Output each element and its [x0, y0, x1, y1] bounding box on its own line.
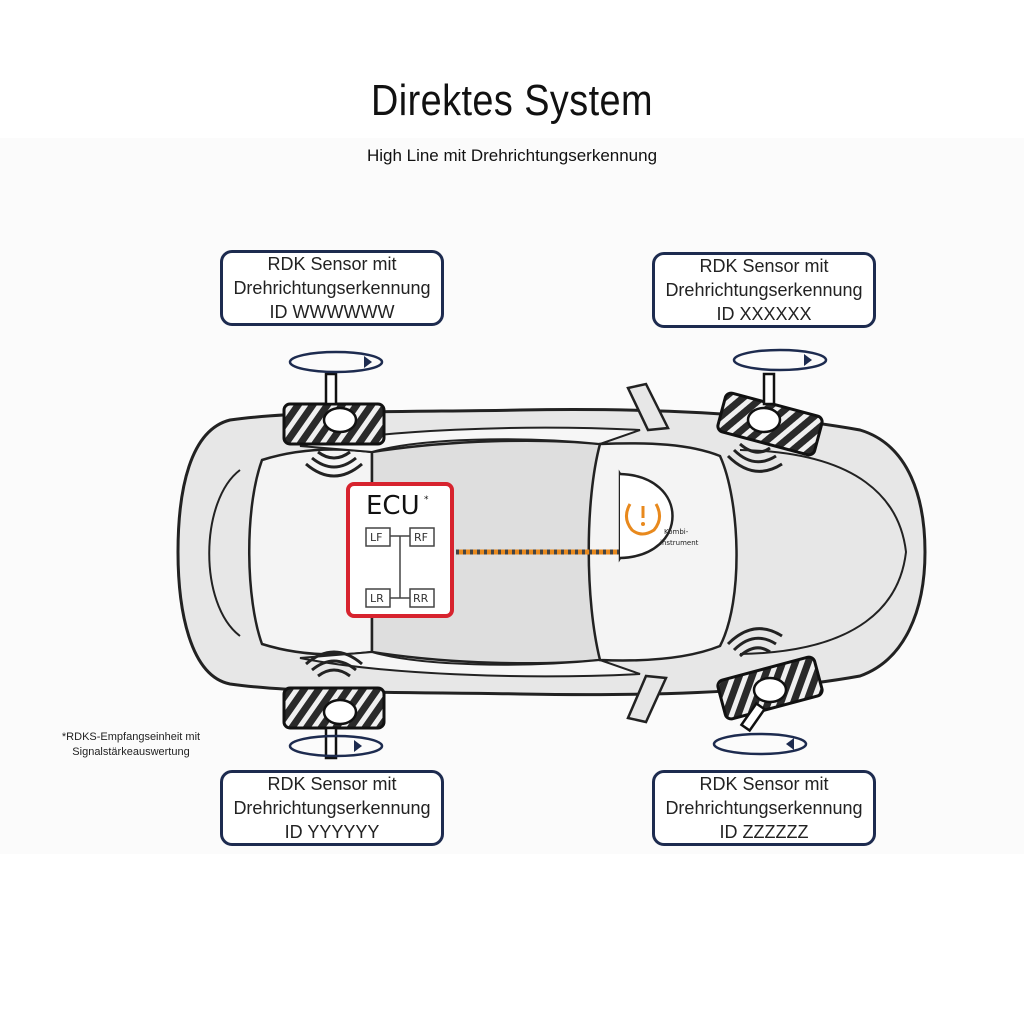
ecu-lr: LR — [370, 592, 384, 605]
rotation-arrow-icon — [288, 348, 828, 758]
ecu-rr: RR — [413, 592, 429, 605]
ecu-lf: LF — [370, 531, 382, 544]
ecu-rr-box — [409, 588, 435, 608]
ecu-label: ECU — [366, 491, 420, 521]
sensor-box-front-left: RDK Sensor mit Drehrichtungserkennung ID… — [220, 250, 444, 326]
ecu-marker: * — [424, 495, 429, 505]
page-subtitle: High Line mit Drehrichtungserkennung — [366, 146, 658, 165]
mirror-left — [626, 674, 668, 724]
footnote-line-2: Signalstärkeauswertung — [72, 746, 190, 758]
kombi-label-1: Kombi- — [664, 528, 689, 536]
side-window-top — [299, 426, 641, 454]
rear-window — [248, 448, 374, 656]
sensor-box-rear-right: RDK Sensor mit Drehrichtungserkennung ID… — [652, 770, 876, 846]
sensor-box-rear-left: RDK Sensor mit Drehrichtungserkennung ID… — [220, 770, 444, 846]
ecu-lf-box — [365, 527, 391, 547]
footnote-line-1: *RDKS-Empfangseinheit mit — [61, 731, 201, 743]
kombi-label-2: instrument — [660, 539, 699, 547]
sensor-subtitle: Drehrichtungserkennung — [665, 798, 863, 818]
sensor-id: ID ZZZZZZ — [719, 822, 809, 842]
footnote: *RDKS-Empfangseinheit mit Signalstärkeau… — [36, 730, 226, 760]
sensor-subtitle: Drehrichtungserkennung — [233, 278, 431, 298]
ecu-rf: RF — [414, 531, 428, 544]
signal-wave-icon — [305, 442, 783, 678]
mirror-right — [626, 382, 670, 432]
sensor-id: ID XXXXXX — [716, 304, 812, 324]
sensor-id: ID WWWWWW — [269, 302, 395, 322]
side-window-bottom — [299, 650, 641, 678]
page-title: Direktes System — [371, 76, 653, 125]
sensor-title: RDK Sensor mit — [699, 256, 829, 276]
sensor-box-front-right: RDK Sensor mit Drehrichtungserkennung ID… — [652, 252, 876, 328]
ecu-rf-box — [409, 527, 435, 547]
tpms-warning-icon — [625, 503, 661, 536]
sensor-title: RDK Sensor mit — [267, 774, 397, 794]
valve-sensor-icon — [322, 372, 788, 760]
sensor-title: RDK Sensor mit — [699, 774, 829, 794]
ecu-lr-box — [365, 588, 391, 608]
sensor-subtitle: Drehrichtungserkennung — [233, 798, 431, 818]
sensor-id: ID YYYYYY — [284, 822, 380, 842]
sensor-title: RDK Sensor mit — [267, 254, 397, 274]
sensor-subtitle: Drehrichtungserkennung — [665, 280, 863, 300]
